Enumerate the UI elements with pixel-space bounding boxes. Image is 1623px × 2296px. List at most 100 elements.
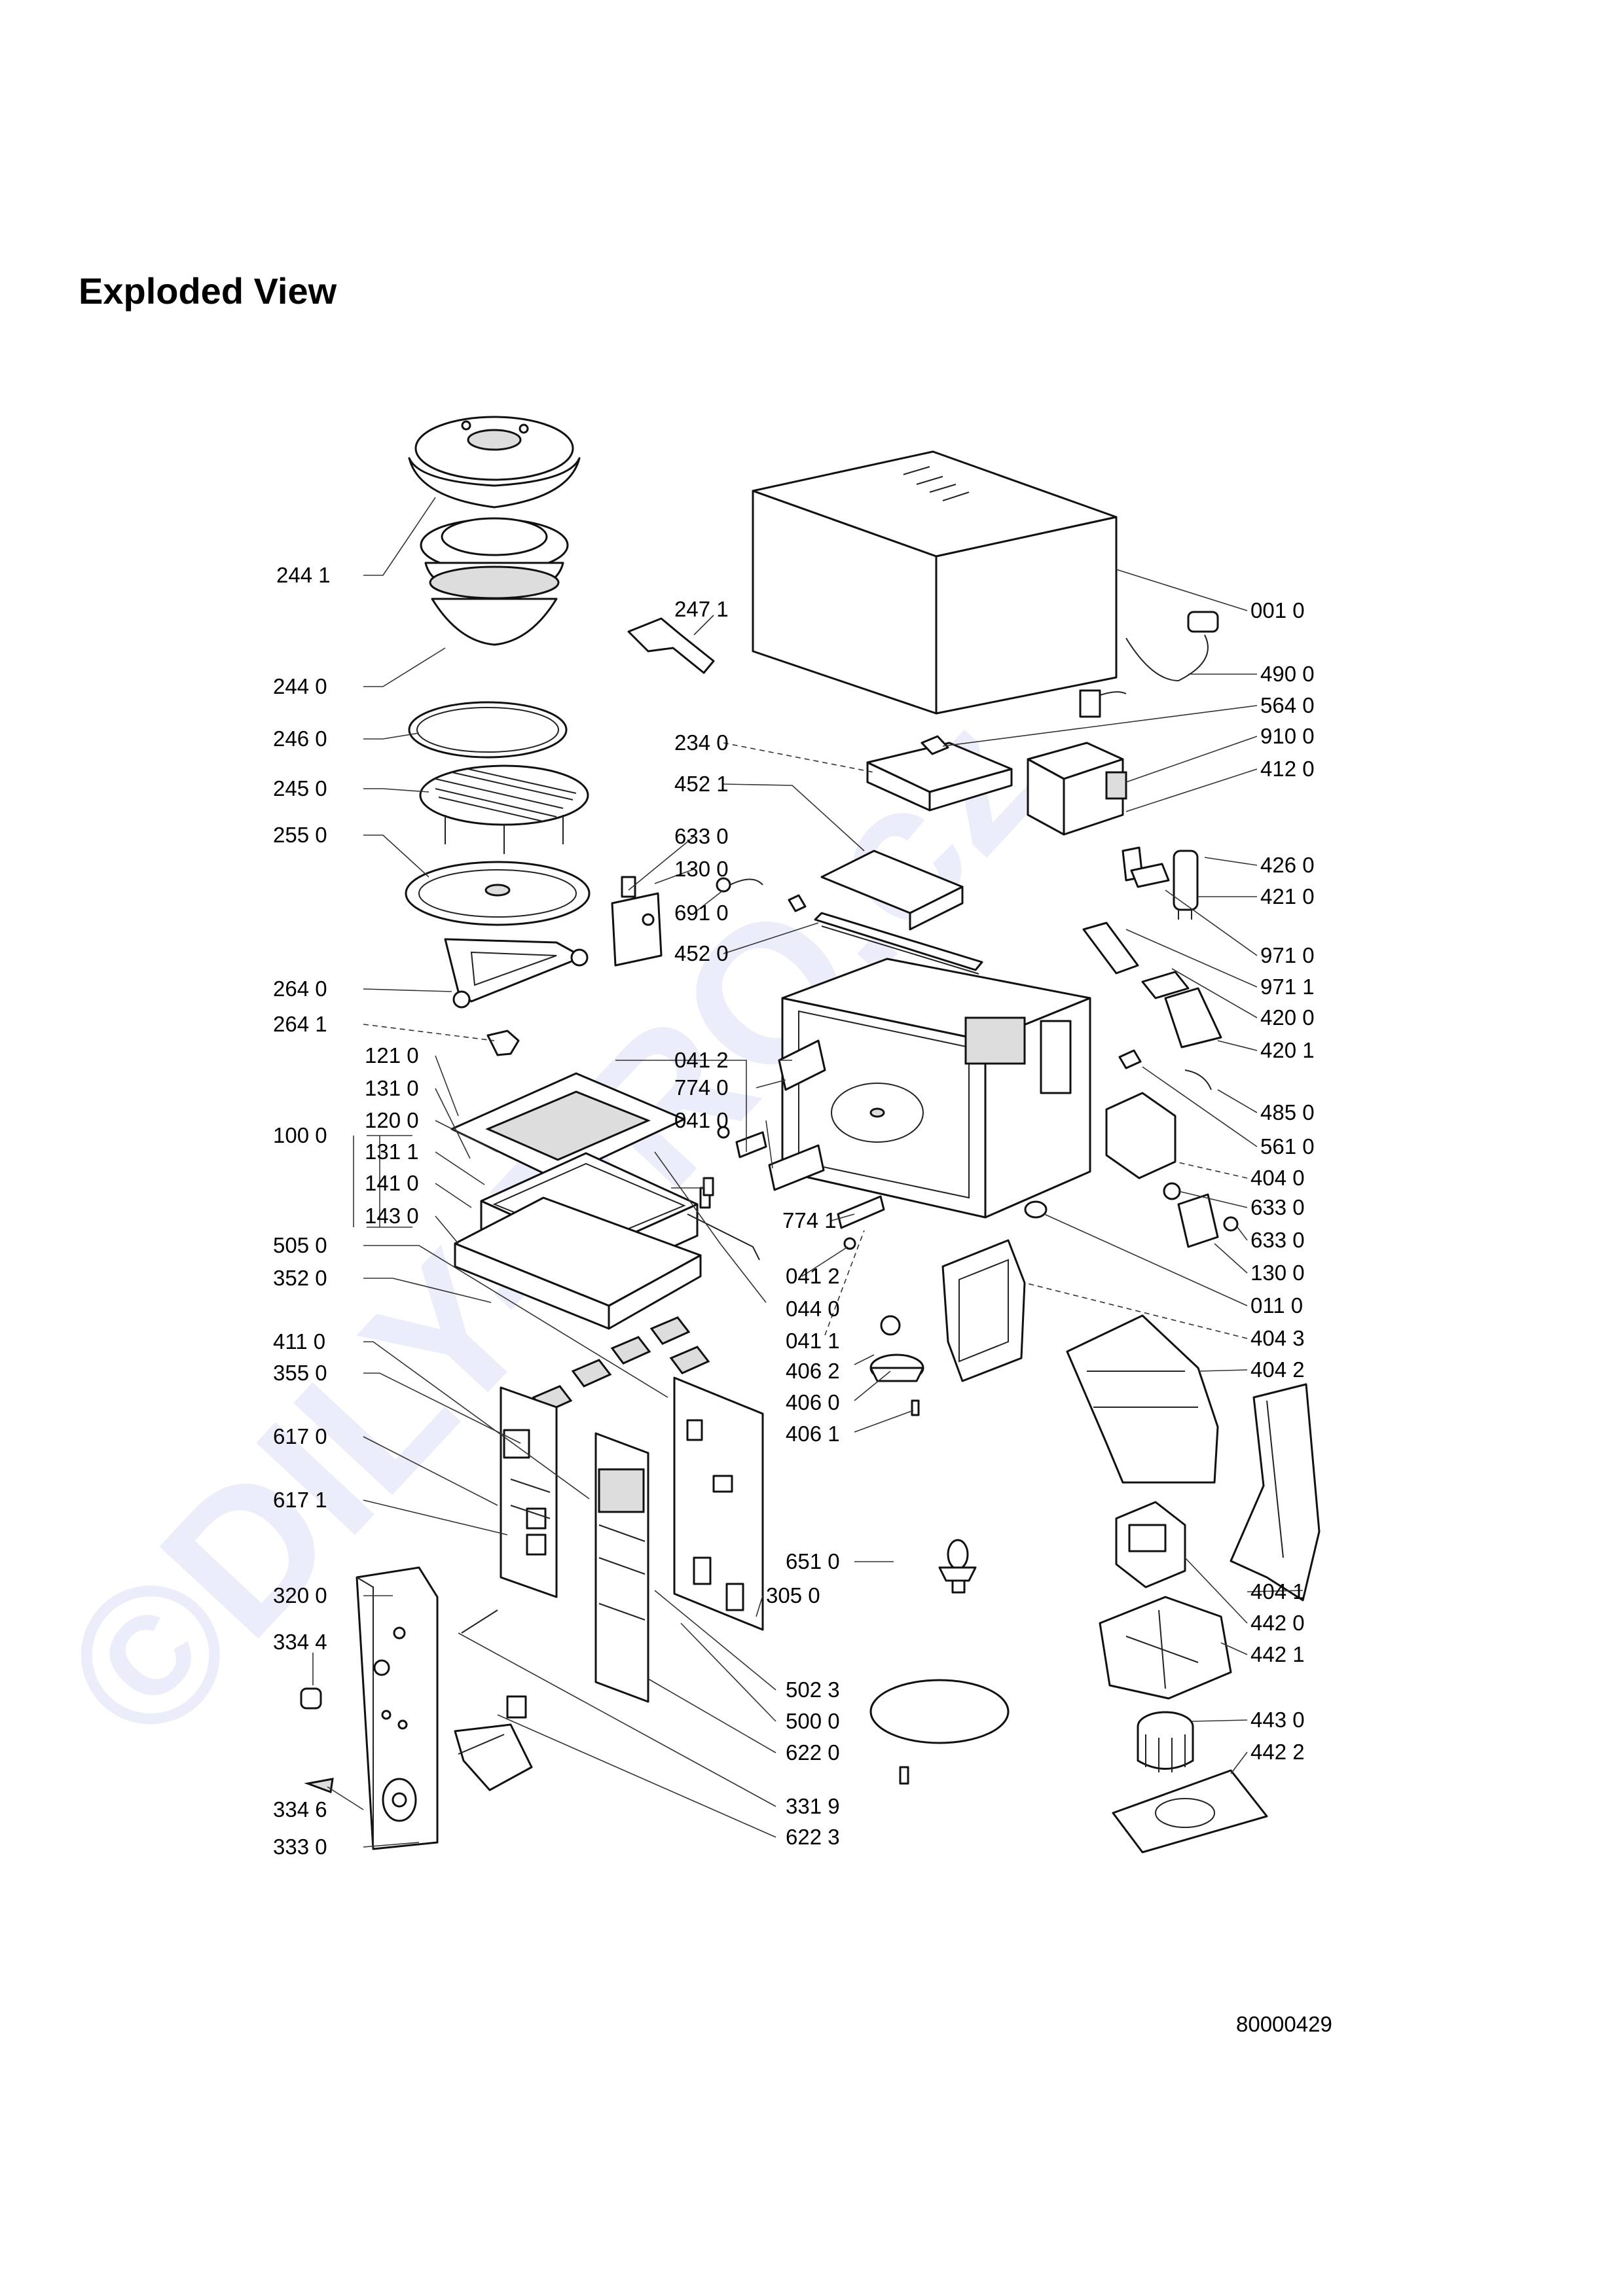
part-label: 561 0 bbox=[1260, 1134, 1315, 1158]
part-label: 500 0 bbox=[786, 1709, 840, 1733]
part-label: 141 0 bbox=[365, 1171, 419, 1195]
part-label: 044 0 bbox=[786, 1297, 840, 1321]
part-label: 774 0 bbox=[674, 1075, 729, 1100]
part-label: 426 0 bbox=[1260, 853, 1315, 877]
part-label: 622 0 bbox=[786, 1740, 840, 1765]
part-label: 234 0 bbox=[674, 730, 729, 755]
foot-drawing bbox=[1024, 1200, 1048, 1219]
crisper-lid-drawing bbox=[408, 416, 581, 509]
part-label: 246 0 bbox=[273, 726, 327, 751]
part-label: 633 0 bbox=[1250, 1195, 1305, 1219]
thermostat-drawing bbox=[716, 877, 807, 912]
part-label: 131 1 bbox=[365, 1139, 419, 1164]
power-cord-drawing bbox=[1079, 611, 1219, 718]
leader-lines bbox=[312, 497, 1304, 1848]
oven-cavity-drawing bbox=[781, 958, 1091, 1219]
part-label: 452 0 bbox=[674, 941, 729, 965]
keyboard-bracket-drawing bbox=[673, 1376, 764, 1631]
part-label: 334 4 bbox=[273, 1630, 327, 1654]
part-label: 442 1 bbox=[1250, 1642, 1305, 1666]
fan-housing-drawing bbox=[1099, 1596, 1232, 1700]
part-label: 421 0 bbox=[1260, 884, 1315, 908]
door-frame-drawing bbox=[450, 1072, 685, 1181]
part-label: 406 1 bbox=[786, 1422, 840, 1446]
door-latch-drawing bbox=[454, 1609, 533, 1791]
part-label: 131 0 bbox=[365, 1076, 419, 1100]
part-label: 442 2 bbox=[1250, 1740, 1305, 1764]
part-label: 244 0 bbox=[273, 674, 327, 698]
part-label: 305 0 bbox=[766, 1583, 820, 1607]
part-label: 971 1 bbox=[1260, 975, 1315, 999]
capacitor-drawing bbox=[1173, 850, 1199, 920]
part-label: 505 0 bbox=[273, 1233, 327, 1257]
choke-film-pieces-drawing bbox=[532, 1316, 710, 1414]
transformer-drawing bbox=[1027, 742, 1127, 836]
part-label: 404 2 bbox=[1250, 1357, 1305, 1382]
magnetron-drawing bbox=[1082, 846, 1170, 975]
part-label: 420 1 bbox=[1260, 1038, 1315, 1062]
part-label: 617 1 bbox=[273, 1488, 327, 1512]
part-label: 404 1 bbox=[1250, 1579, 1305, 1604]
part-label: 333 0 bbox=[273, 1835, 327, 1859]
screw-drawings bbox=[702, 1126, 856, 1250]
outer-case-drawing bbox=[752, 450, 1118, 715]
part-label: 691 0 bbox=[674, 901, 729, 925]
stirrer-cover-drawing bbox=[869, 1679, 1010, 1785]
part-label: 041 1 bbox=[786, 1329, 840, 1353]
part-label: 041 0 bbox=[674, 1108, 729, 1132]
part-label: 334 6 bbox=[273, 1797, 327, 1821]
part-label: 130 0 bbox=[1250, 1261, 1305, 1285]
part-label: 041 2 bbox=[786, 1264, 840, 1288]
part-label: 622 3 bbox=[786, 1825, 840, 1849]
part-label: 320 0 bbox=[273, 1583, 327, 1607]
part-label: 041 2 bbox=[674, 1048, 729, 1072]
fan-blade-drawing bbox=[1137, 1711, 1194, 1772]
display-board-drawing bbox=[594, 1432, 649, 1703]
grill-rack-drawing bbox=[419, 764, 589, 854]
fan-motor-assembly-drawing bbox=[1105, 1049, 1212, 1179]
part-label: 910 0 bbox=[1260, 724, 1315, 748]
vent-channel-drawing bbox=[1230, 1383, 1321, 1602]
part-label: 352 0 bbox=[273, 1266, 327, 1290]
handle-drawing bbox=[627, 617, 715, 674]
air-guide-drawing bbox=[941, 1239, 1026, 1382]
fan-base-drawing bbox=[1112, 1769, 1268, 1854]
part-label: 485 0 bbox=[1260, 1100, 1315, 1124]
diode-bracket-drawing bbox=[1141, 971, 1222, 1049]
part-label: 411 0 bbox=[273, 1329, 325, 1354]
microswitch-bracket-drawing bbox=[611, 876, 663, 967]
part-label: 244 1 bbox=[276, 563, 331, 587]
air-duct-drawing bbox=[1066, 1314, 1219, 1484]
part-label: 564 0 bbox=[1260, 693, 1315, 717]
part-label: 420 0 bbox=[1260, 1005, 1315, 1030]
part-label: 633 0 bbox=[674, 824, 729, 848]
part-label: 120 0 bbox=[365, 1108, 419, 1132]
turntable-ring-drawing bbox=[408, 701, 568, 759]
part-label: 404 3 bbox=[1250, 1326, 1305, 1350]
part-label: 452 1 bbox=[674, 772, 729, 796]
part-label: 264 1 bbox=[273, 1012, 327, 1036]
part-label: 443 0 bbox=[1250, 1708, 1305, 1732]
part-label: 264 0 bbox=[273, 977, 327, 1001]
part-label: 774 1 bbox=[782, 1208, 837, 1232]
part-label: 502 3 bbox=[786, 1677, 840, 1702]
part-label: 406 2 bbox=[786, 1359, 840, 1383]
part-label: 651 0 bbox=[786, 1549, 840, 1573]
turntable-motor-drawing bbox=[869, 1315, 924, 1416]
page-title: Exploded View bbox=[79, 270, 337, 312]
part-label: 331 9 bbox=[786, 1794, 840, 1818]
part-label: 406 0 bbox=[786, 1390, 840, 1414]
glass-turntable-drawing bbox=[405, 861, 591, 926]
bracket-774-drawing bbox=[735, 1039, 885, 1229]
part-label: 130 0 bbox=[674, 857, 729, 881]
part-labels-right: 001 0 490 0 564 0 910 0 412 0 426 0 421 … bbox=[1250, 598, 1315, 1764]
door-glass-drawing bbox=[454, 1196, 702, 1330]
part-label: 245 0 bbox=[273, 776, 327, 800]
heater-cover-drawing bbox=[820, 850, 964, 931]
grill-heater-drawing bbox=[814, 912, 983, 975]
part-label: 490 0 bbox=[1260, 662, 1315, 686]
control-pcb-drawing bbox=[500, 1386, 558, 1598]
steamer-bowl-drawing bbox=[420, 517, 569, 646]
part-label: 633 0 bbox=[1250, 1228, 1305, 1252]
part-label: 355 0 bbox=[273, 1361, 327, 1385]
